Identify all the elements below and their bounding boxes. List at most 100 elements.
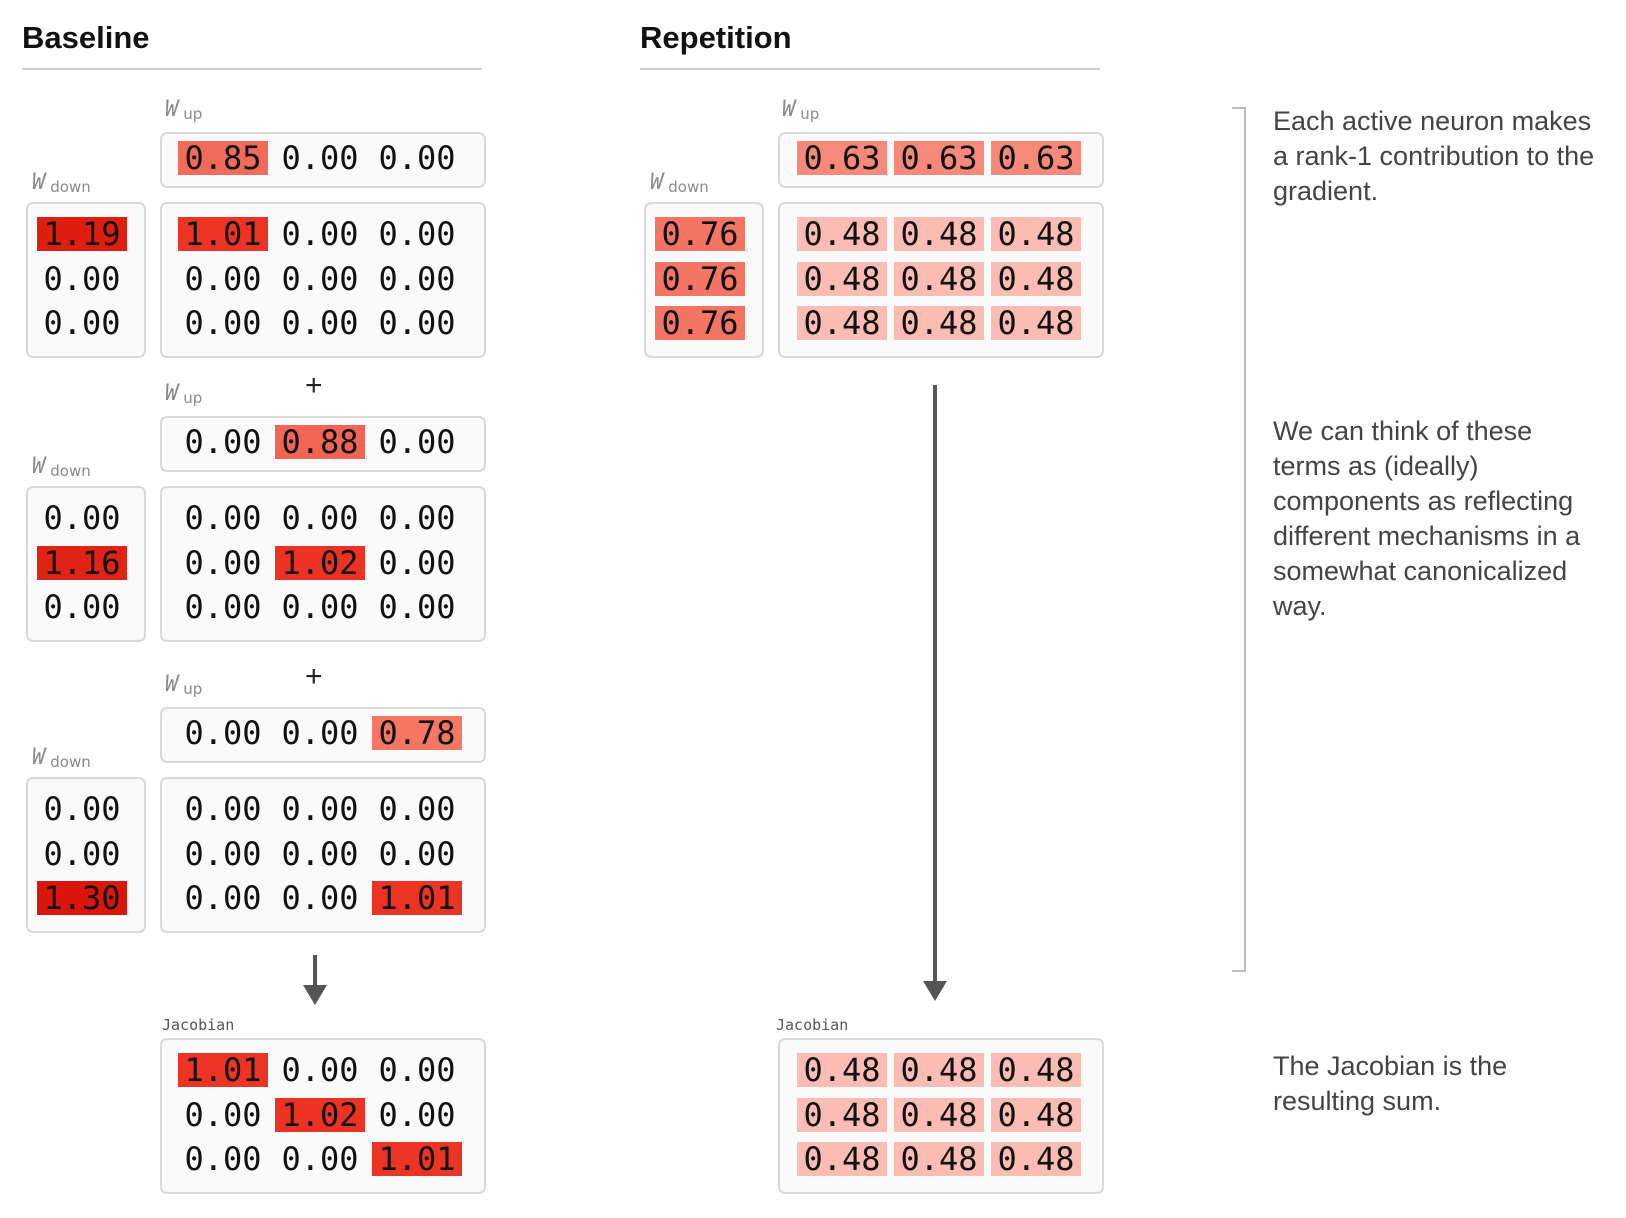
product-cell: 0.00 bbox=[378, 304, 456, 342]
w-down-label-term-1-subscript: down bbox=[50, 178, 91, 196]
plus-sign-1: + bbox=[305, 369, 323, 402]
product-cell: 0.00 bbox=[378, 835, 456, 873]
w-down-value: 0.00 bbox=[43, 835, 121, 873]
jacobian-cell: 0.48 bbox=[894, 1142, 984, 1176]
w-up-value: 0.63 bbox=[797, 141, 887, 175]
note-jacobian-sum: The Jacobian is the resulting sum. bbox=[1273, 1051, 1508, 1116]
baseline-arrow-shaft bbox=[313, 955, 317, 987]
product-cell: 0.00 bbox=[184, 499, 262, 537]
product-cell: 0.00 bbox=[378, 544, 456, 582]
product-cell: 1.02 bbox=[275, 546, 365, 580]
repetition-w-down-label-symbol: W bbox=[650, 170, 664, 195]
note-components: We can think of these terms as (ideally)… bbox=[1273, 416, 1581, 621]
jacobian-cell: 1.01 bbox=[178, 1053, 268, 1087]
product-cell: 0.48 bbox=[991, 217, 1081, 251]
jacobian-cell: 0.48 bbox=[797, 1098, 887, 1132]
product-cell: 0.48 bbox=[894, 262, 984, 296]
w-down-value: 0.00 bbox=[43, 588, 121, 626]
w-down-value: 0.76 bbox=[655, 306, 745, 340]
notes-bracket bbox=[1232, 107, 1246, 972]
repetition-arrow-shaft bbox=[933, 385, 937, 983]
w-up-label-term-2-symbol: W bbox=[165, 381, 179, 406]
product-cell: 0.48 bbox=[894, 306, 984, 340]
w-down-label-term-2-symbol: W bbox=[32, 454, 46, 479]
product-cell: 0.00 bbox=[281, 879, 359, 917]
jacobian-cell: 0.00 bbox=[378, 1096, 456, 1134]
product-cell: 0.00 bbox=[184, 588, 262, 626]
product-cell: 1.01 bbox=[372, 881, 462, 915]
product-cell: 0.48 bbox=[797, 262, 887, 296]
product-cell: 0.00 bbox=[378, 260, 456, 298]
product-cell: 0.00 bbox=[184, 260, 262, 298]
w-down-value: 1.30 bbox=[37, 881, 127, 915]
product-cell: 0.00 bbox=[184, 879, 262, 917]
w-up-label-term-1-subscript: up bbox=[183, 105, 203, 123]
jacobian-cell: 0.48 bbox=[991, 1142, 1081, 1176]
baseline-title: Baseline bbox=[22, 20, 150, 55]
product-cell: 0.00 bbox=[184, 835, 262, 873]
repetition-w-up-label-subscript: up bbox=[800, 105, 820, 123]
baseline-title-rule bbox=[22, 68, 482, 70]
w-down-value: 0.00 bbox=[43, 499, 121, 537]
w-up-value: 0.00 bbox=[378, 139, 456, 177]
w-up-value: 0.00 bbox=[281, 714, 359, 752]
jacobian-cell: 0.48 bbox=[797, 1142, 887, 1176]
product-cell: 1.01 bbox=[178, 217, 268, 251]
repetition-w-down-label-subscript: down bbox=[668, 178, 709, 196]
repetition-arrow-down-icon bbox=[923, 981, 947, 1001]
product-cell: 0.00 bbox=[378, 499, 456, 537]
w-up-label-term-3-subscript: up bbox=[183, 680, 203, 698]
repetition-title-rule bbox=[640, 68, 1100, 70]
repetition-w-up-label-symbol: W bbox=[782, 97, 796, 122]
jacobian-cell: 1.01 bbox=[372, 1142, 462, 1176]
w-down-value: 0.76 bbox=[655, 262, 745, 296]
product-cell: 0.48 bbox=[991, 306, 1081, 340]
baseline-jacobian-label: Jacobian bbox=[162, 1016, 235, 1034]
w-up-value: 0.00 bbox=[281, 139, 359, 177]
w-up-value: 0.00 bbox=[184, 423, 262, 461]
w-up-label-term-1-symbol: W bbox=[165, 97, 179, 122]
product-cell: 0.00 bbox=[281, 588, 359, 626]
note-rank-one: Each active neuron makes a rank-1 contri… bbox=[1273, 106, 1595, 206]
jacobian-cell: 0.48 bbox=[894, 1053, 984, 1087]
product-cell: 0.00 bbox=[184, 304, 262, 342]
w-down-value: 0.00 bbox=[43, 260, 121, 298]
plus-sign-2: + bbox=[305, 660, 323, 693]
jacobian-cell: 0.00 bbox=[184, 1140, 262, 1178]
product-cell: 0.00 bbox=[281, 260, 359, 298]
product-cell: 0.00 bbox=[281, 304, 359, 342]
w-up-value: 0.78 bbox=[372, 716, 462, 750]
w-up-value: 0.88 bbox=[275, 425, 365, 459]
product-cell: 0.00 bbox=[281, 215, 359, 253]
repetition-jacobian-label: Jacobian bbox=[776, 1016, 849, 1034]
jacobian-cell: 0.00 bbox=[281, 1051, 359, 1089]
baseline-arrow-down-icon bbox=[303, 985, 327, 1005]
product-cell: 0.48 bbox=[797, 217, 887, 251]
jacobian-cell: 0.00 bbox=[184, 1096, 262, 1134]
w-up-value: 0.85 bbox=[178, 141, 268, 175]
w-up-value: 0.00 bbox=[184, 714, 262, 752]
jacobian-cell: 0.48 bbox=[991, 1053, 1081, 1087]
w-up-value: 0.63 bbox=[894, 141, 984, 175]
jacobian-cell: 1.02 bbox=[275, 1098, 365, 1132]
jacobian-cell: 0.00 bbox=[281, 1140, 359, 1178]
jacobian-cell: 0.48 bbox=[894, 1098, 984, 1132]
product-cell: 0.48 bbox=[894, 217, 984, 251]
product-cell: 0.00 bbox=[378, 215, 456, 253]
jacobian-cell: 0.48 bbox=[797, 1053, 887, 1087]
w-up-value: 0.00 bbox=[378, 423, 456, 461]
w-down-value: 0.00 bbox=[43, 790, 121, 828]
w-down-label-term-3-symbol: W bbox=[32, 745, 46, 770]
product-cell: 0.00 bbox=[281, 790, 359, 828]
product-cell: 0.00 bbox=[281, 499, 359, 537]
jacobian-cell: 0.48 bbox=[991, 1098, 1081, 1132]
product-cell: 0.00 bbox=[378, 588, 456, 626]
w-up-value: 0.63 bbox=[991, 141, 1081, 175]
jacobian-cell: 0.00 bbox=[378, 1051, 456, 1089]
